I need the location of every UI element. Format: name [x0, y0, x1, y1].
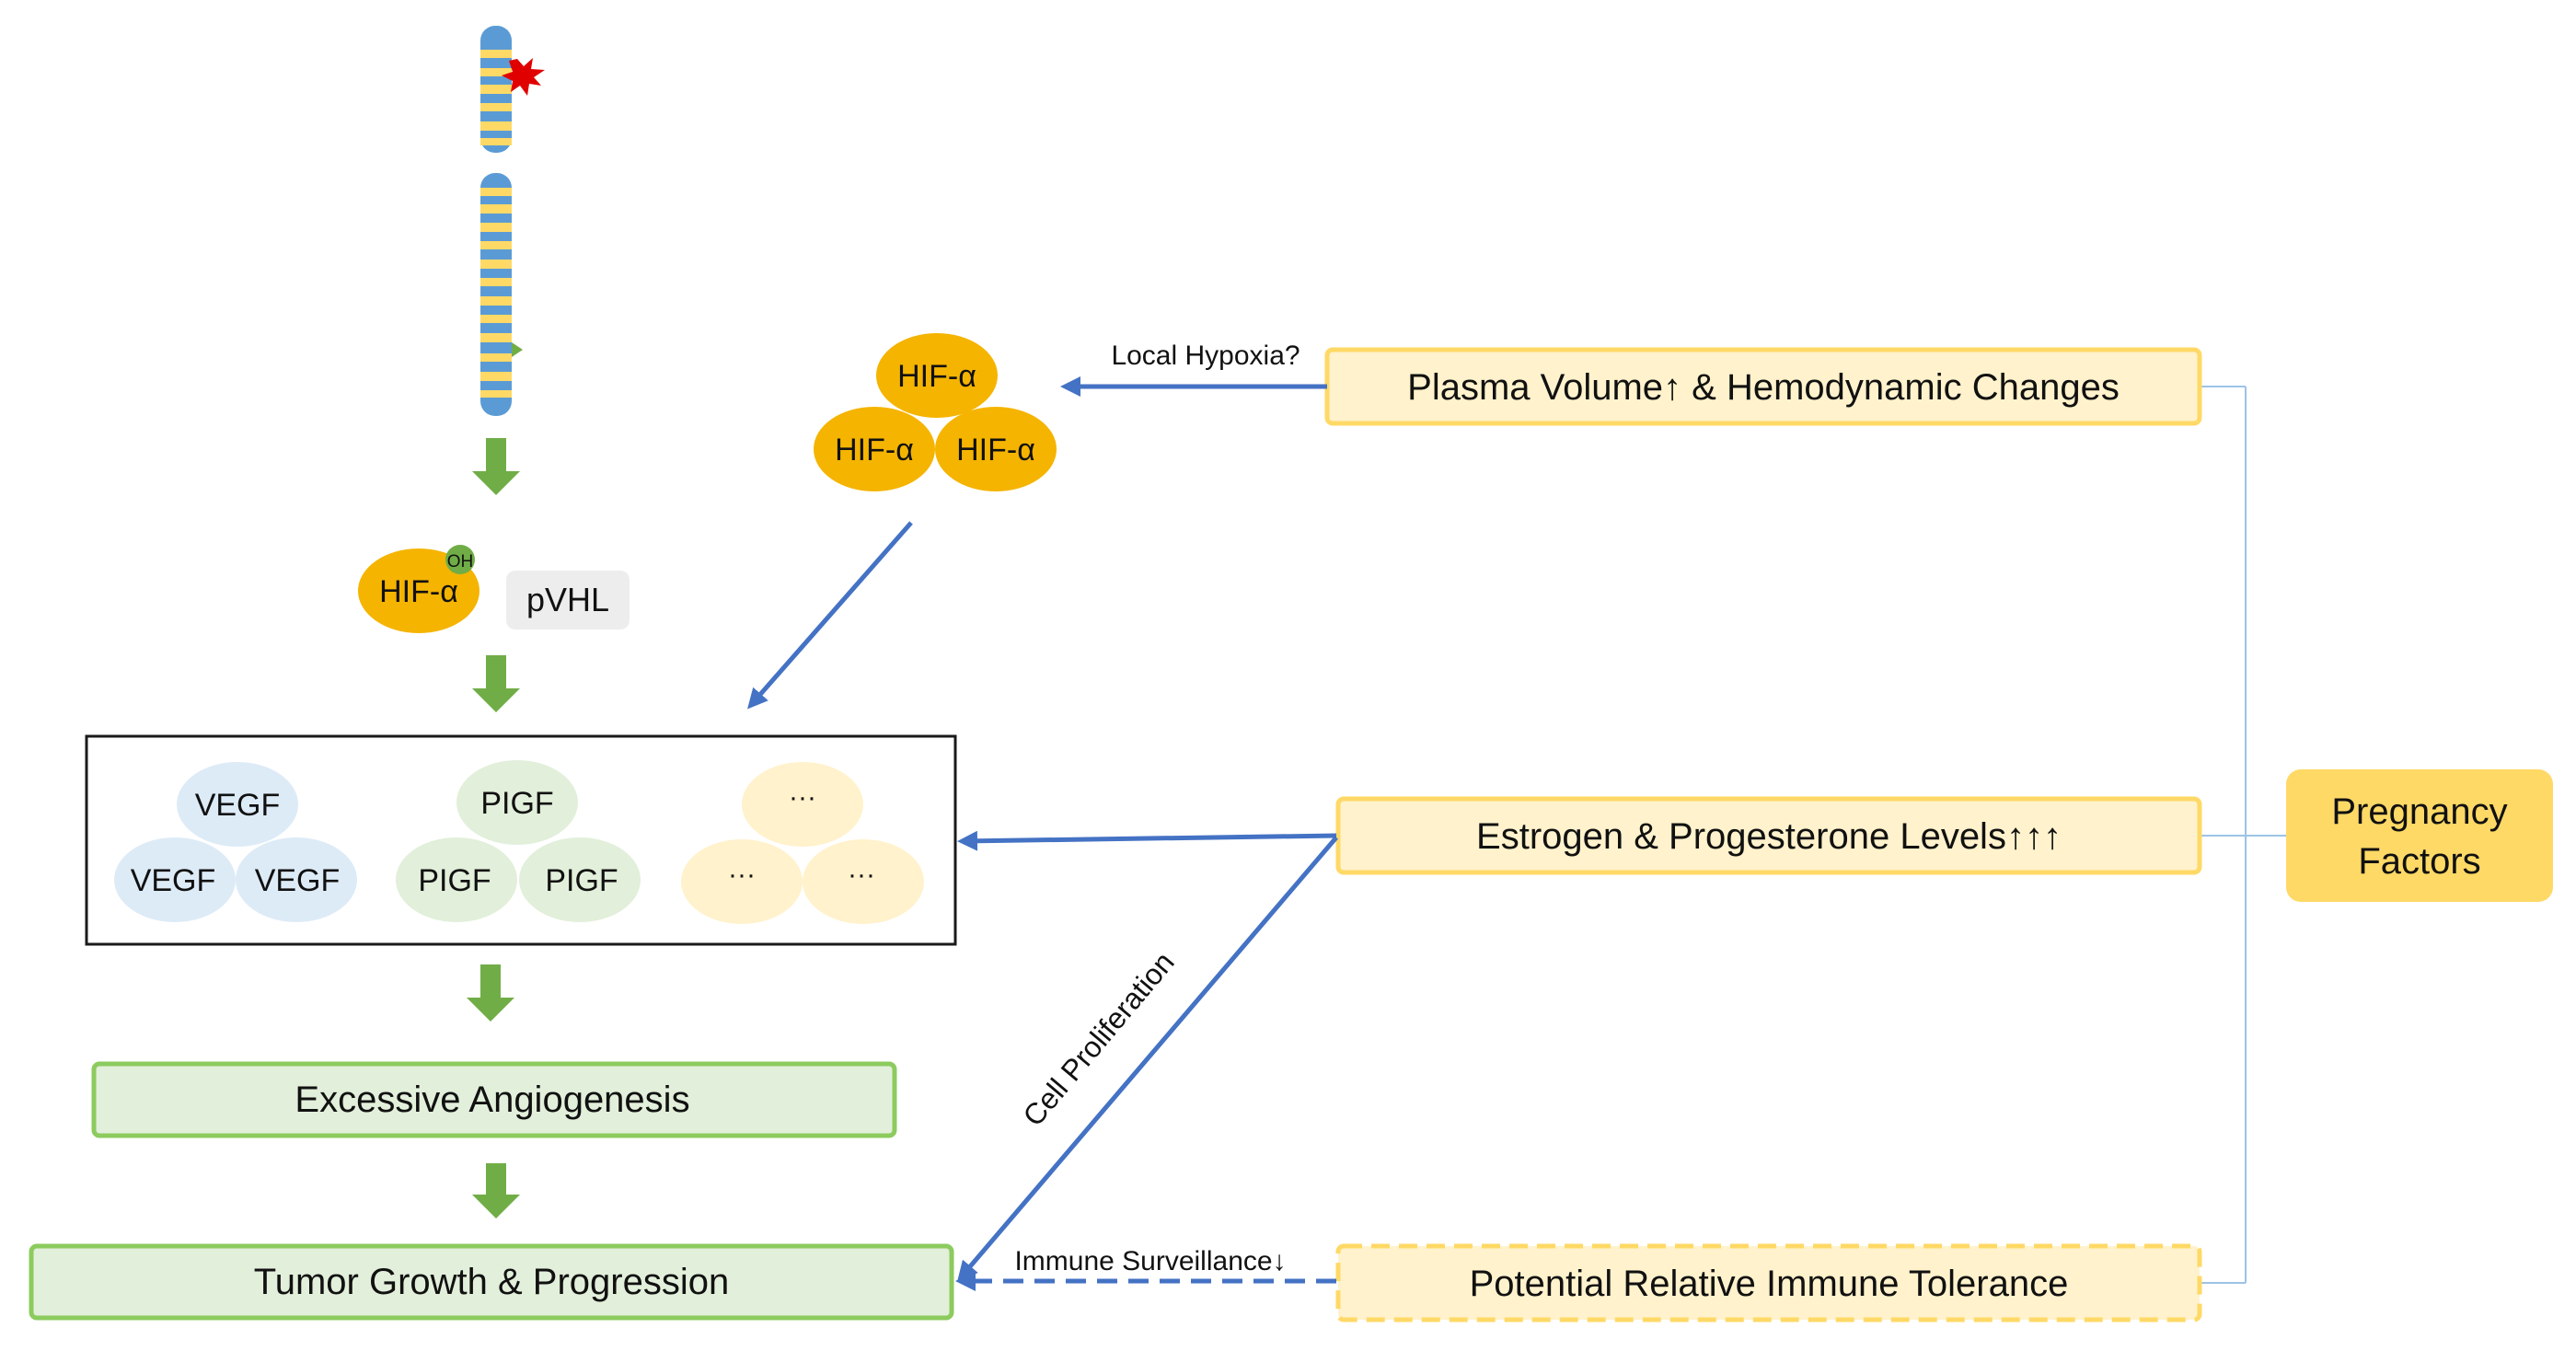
- pigf-top: PIGF: [480, 786, 553, 821]
- down-arrow-3: [467, 964, 514, 1022]
- hormone-levels-label: Estrogen & Progesterone Levels↑↑↑: [1476, 816, 2062, 857]
- angiogenesis-label: Excessive Angiogenesis: [295, 1080, 689, 1120]
- down-arrow-4: [472, 1163, 520, 1218]
- hypoxia-label: Local Hypoxia?: [1111, 341, 1300, 371]
- tumor-box: Tumor Growth & Progression: [29, 1243, 954, 1321]
- vegf-group: VEGF VEGF VEGF: [114, 762, 357, 922]
- vegf-top: VEGF: [195, 788, 281, 823]
- hif-single-label: HIF-α: [379, 574, 458, 609]
- hormone-levels-box: Estrogen & Progesterone Levels↑↑↑: [1335, 796, 2202, 875]
- proliferation-arrow: [957, 836, 1338, 1282]
- immune-tolerance-box: Potential Relative Immune Tolerance: [1335, 1243, 2202, 1322]
- pregnancy-factors-box: Pregnancy Factors: [2286, 769, 2553, 902]
- plasma-volume-box: Plasma Volume↑ & Hemodynamic Changes: [1324, 347, 2202, 426]
- hif-complex-top: HIF-α: [897, 359, 976, 394]
- vegf-right: VEGF: [255, 863, 341, 898]
- vegf-left: VEGF: [131, 863, 216, 898]
- pregnancy-factors-line1: Pregnancy: [2331, 791, 2507, 832]
- other-top: ···: [789, 782, 816, 813]
- other-left: ···: [728, 860, 756, 890]
- proliferation-label: Cell Proliferation: [1016, 945, 1180, 1132]
- mutation-star-icon: [502, 58, 545, 96]
- pvhl-label: pVHL: [526, 581, 609, 618]
- angiogenesis-box: Excessive Angiogenesis: [91, 1061, 897, 1138]
- pvhl-protein: pVHL: [506, 571, 630, 629]
- down-arrow-2: [472, 655, 520, 712]
- pregnancy-connector: [2200, 386, 2286, 1284]
- other-factors-group: ··· ··· ···: [681, 762, 924, 924]
- hif-complex-right: HIF-α: [956, 433, 1035, 468]
- pigf-group: PIGF PIGF PIGF: [396, 760, 641, 922]
- oh-group: OH: [445, 545, 475, 574]
- pregnancy-factors-line2: Factors: [2358, 841, 2480, 882]
- hormone-to-factors-arrow: [957, 830, 1337, 851]
- hif-to-factors-arrow: [747, 521, 913, 710]
- hif-complex-left: HIF-α: [835, 433, 914, 468]
- plasma-volume-label: Plasma Volume↑ & Hemodynamic Changes: [1407, 367, 2120, 408]
- other-right: ···: [848, 860, 875, 890]
- pigf-right: PIGF: [545, 863, 618, 898]
- immune-tolerance-label: Potential Relative Immune Tolerance: [1470, 1264, 2069, 1304]
- hif-alpha-hydroxylated: HIF-α: [358, 548, 479, 633]
- down-arrow-1: [472, 438, 520, 495]
- hif-alpha-complex: HIF-α HIF-α HIF-α: [814, 333, 1057, 491]
- pigf-left: PIGF: [418, 863, 491, 898]
- tumor-label: Tumor Growth & Progression: [254, 1262, 729, 1302]
- chromosome: [480, 26, 523, 416]
- oh-label: OH: [447, 552, 474, 572]
- immune-surveillance-label: Immune Surveillance↓: [1014, 1246, 1286, 1276]
